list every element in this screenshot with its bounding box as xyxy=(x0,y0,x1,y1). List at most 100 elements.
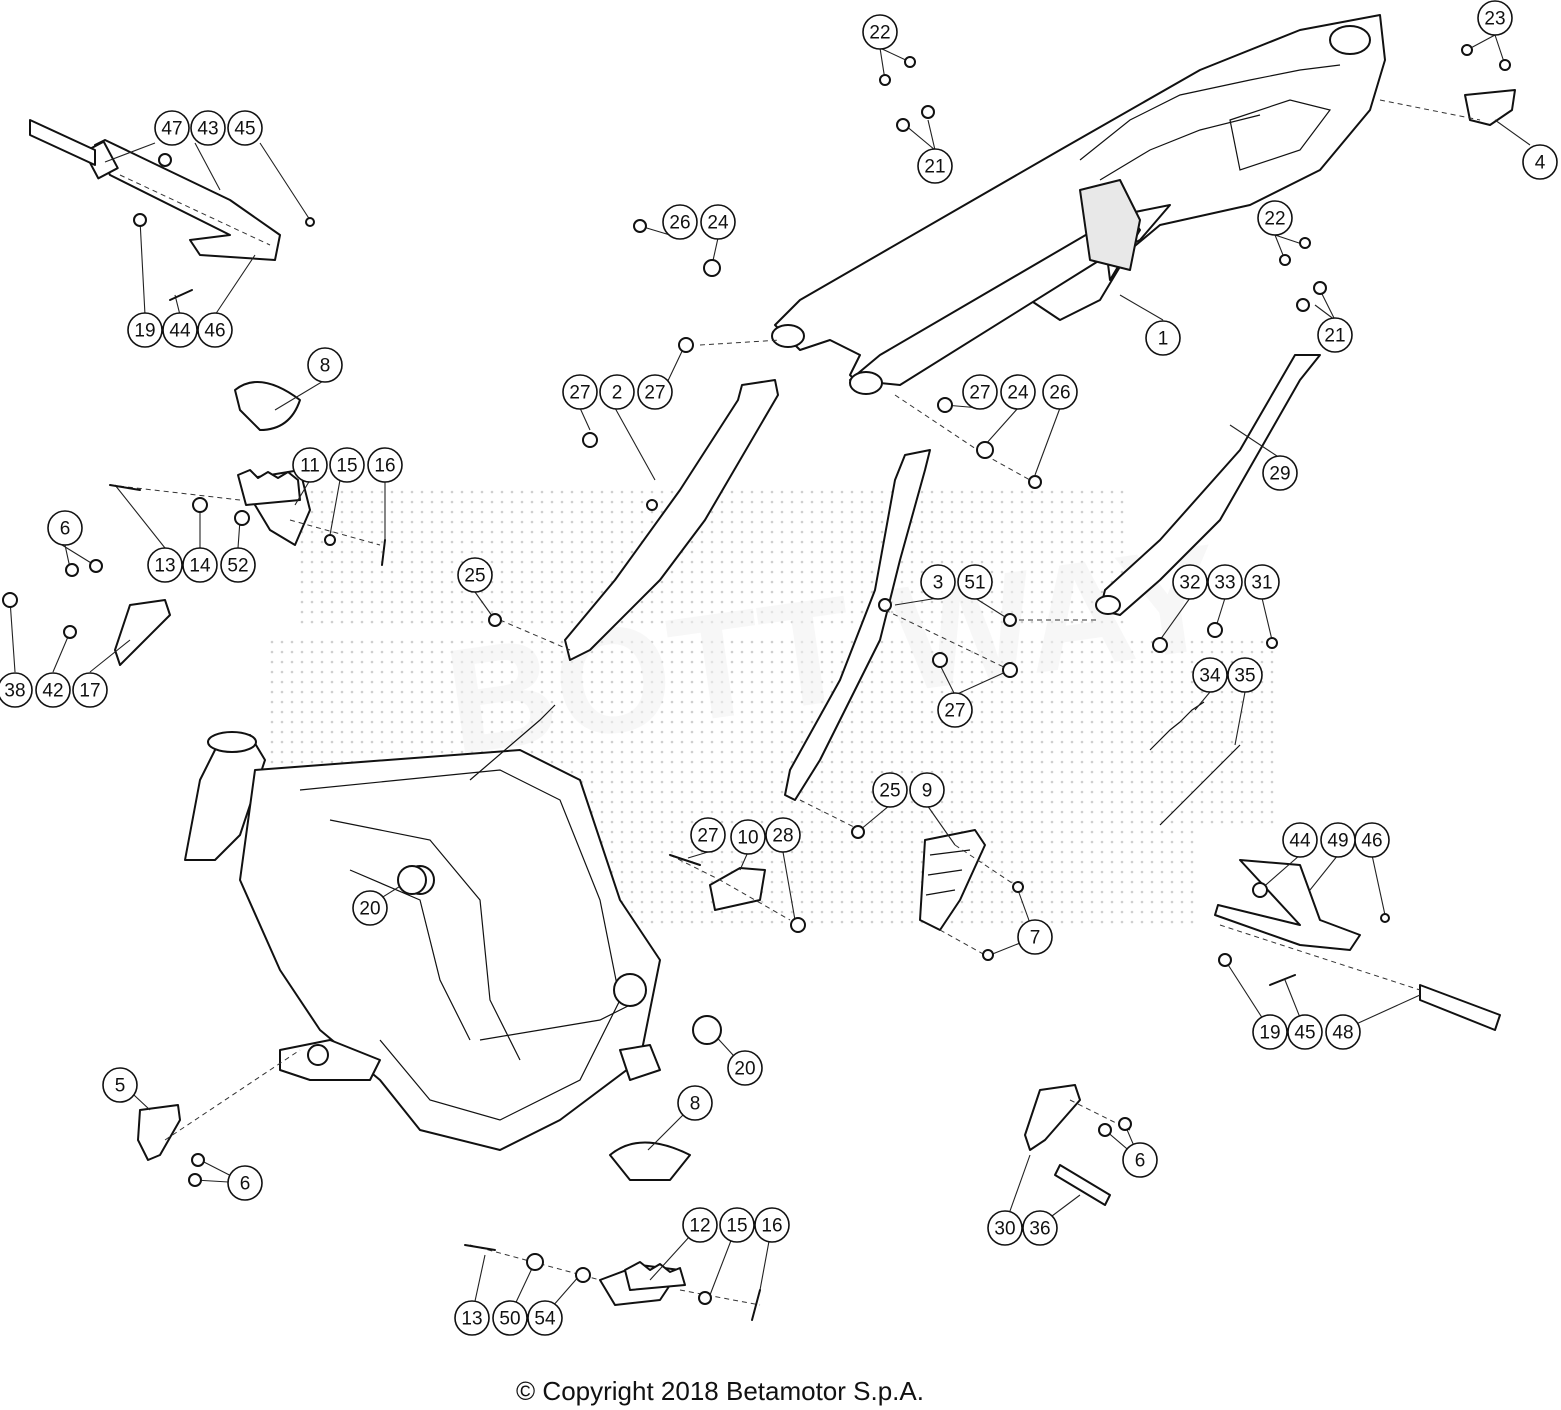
callout-24: 24 xyxy=(1000,374,1036,410)
callout-label: 7 xyxy=(1030,928,1041,949)
callout-label: 52 xyxy=(227,556,248,577)
callout-label: 6 xyxy=(60,519,71,540)
callout-label: 11 xyxy=(300,456,320,477)
callout-46: 46 xyxy=(197,312,233,348)
callout-50: 50 xyxy=(492,1300,528,1336)
callout-5: 5 xyxy=(102,1067,138,1103)
callout-label: 8 xyxy=(320,356,331,377)
callout-46: 46 xyxy=(1354,822,1390,858)
callout-3: 3 xyxy=(920,564,956,600)
callout-47: 47 xyxy=(154,110,190,146)
callout-label: 21 xyxy=(924,157,945,178)
callout-label: 47 xyxy=(161,119,182,140)
callout-label: 13 xyxy=(461,1309,482,1330)
callout-2: 2 xyxy=(599,374,635,410)
callout-label: 27 xyxy=(944,701,965,722)
callout-36: 36 xyxy=(1022,1210,1058,1246)
callout-19: 19 xyxy=(127,312,163,348)
callout-label: 44 xyxy=(1289,831,1311,852)
callout-26: 26 xyxy=(1042,374,1078,410)
callout-bubbles: 1234566678891011121313141515161617191920… xyxy=(0,0,1558,1336)
callout-52: 52 xyxy=(220,547,256,583)
callout-label: 46 xyxy=(204,321,225,342)
callout-label: 27 xyxy=(697,826,718,847)
callout-25: 25 xyxy=(457,557,493,593)
callout-24: 24 xyxy=(700,204,736,240)
side-stand xyxy=(1095,354,1321,616)
callout-label: 16 xyxy=(374,456,395,477)
callout-10: 10 xyxy=(730,819,766,855)
callout-label: 38 xyxy=(4,681,25,702)
callout-26: 26 xyxy=(662,204,698,240)
callout-label: 15 xyxy=(336,456,357,477)
callout-label: 27 xyxy=(569,383,590,404)
callout-label: 30 xyxy=(994,1219,1015,1240)
callout-42: 42 xyxy=(35,672,71,708)
callout-19: 19 xyxy=(1252,1014,1288,1050)
callout-label: 22 xyxy=(869,23,890,44)
callout-label: 20 xyxy=(734,1059,755,1080)
callout-label: 29 xyxy=(1269,464,1290,485)
footpeg-left xyxy=(234,381,311,546)
callout-22: 22 xyxy=(1257,200,1293,236)
callout-label: 13 xyxy=(154,556,175,577)
callout-label: 44 xyxy=(169,321,191,342)
callout-label: 34 xyxy=(1199,666,1221,687)
callout-32: 32 xyxy=(1172,564,1208,600)
callout-label: 19 xyxy=(1259,1023,1280,1044)
callout-label: 42 xyxy=(42,681,63,702)
callout-label: 49 xyxy=(1327,831,1348,852)
callout-label: 35 xyxy=(1234,666,1255,687)
callout-label: 14 xyxy=(189,556,211,577)
callout-25: 25 xyxy=(872,772,908,808)
callout-1: 1 xyxy=(1145,320,1181,356)
callout-label: 28 xyxy=(772,826,793,847)
callout-label: 25 xyxy=(879,781,900,802)
footpeg-right xyxy=(599,1141,691,1306)
callout-label: 25 xyxy=(464,566,485,587)
callout-label: 46 xyxy=(1361,831,1382,852)
callout-label: 33 xyxy=(1214,573,1235,594)
swingarm xyxy=(771,14,1386,395)
callout-9: 9 xyxy=(909,772,945,808)
callout-8: 8 xyxy=(677,1085,713,1121)
callout-13: 13 xyxy=(454,1300,490,1336)
callout-28: 28 xyxy=(765,817,801,853)
callout-4: 4 xyxy=(1522,144,1558,180)
callout-label: 1 xyxy=(1158,329,1169,350)
side-plates xyxy=(114,89,1516,1161)
callout-label: 6 xyxy=(240,1174,251,1195)
callout-13: 13 xyxy=(147,547,183,583)
callout-33: 33 xyxy=(1207,564,1243,600)
callout-15: 15 xyxy=(329,447,365,483)
callout-label: 17 xyxy=(79,681,100,702)
callout-11: 11 xyxy=(292,447,328,483)
callout-27: 27 xyxy=(937,692,973,728)
callout-label: 10 xyxy=(737,828,758,849)
callout-48: 48 xyxy=(1325,1014,1361,1050)
callout-label: 12 xyxy=(689,1216,710,1237)
callout-label: 15 xyxy=(726,1216,747,1237)
callout-29: 29 xyxy=(1262,455,1298,491)
callout-label: 31 xyxy=(1251,573,1272,594)
callout-label: 9 xyxy=(922,781,933,802)
callout-23: 23 xyxy=(1477,0,1513,36)
callout-label: 21 xyxy=(1324,326,1345,347)
callout-17: 17 xyxy=(72,672,108,708)
callout-27: 27 xyxy=(962,374,998,410)
callout-43: 43 xyxy=(190,110,226,146)
callout-27: 27 xyxy=(690,817,726,853)
chain-slider xyxy=(709,867,766,911)
callout-label: 19 xyxy=(134,321,155,342)
callout-27: 27 xyxy=(562,374,598,410)
callout-label: 24 xyxy=(707,213,729,234)
callout-44: 44 xyxy=(162,312,198,348)
callout-6: 6 xyxy=(1122,1142,1158,1178)
callout-label: 4 xyxy=(1535,153,1546,174)
callout-21: 21 xyxy=(1317,317,1353,353)
callout-label: 22 xyxy=(1264,209,1285,230)
callout-label: 8 xyxy=(690,1094,701,1115)
callout-label: 20 xyxy=(359,899,380,920)
callout-label: 26 xyxy=(669,213,690,234)
callout-21: 21 xyxy=(917,148,953,184)
